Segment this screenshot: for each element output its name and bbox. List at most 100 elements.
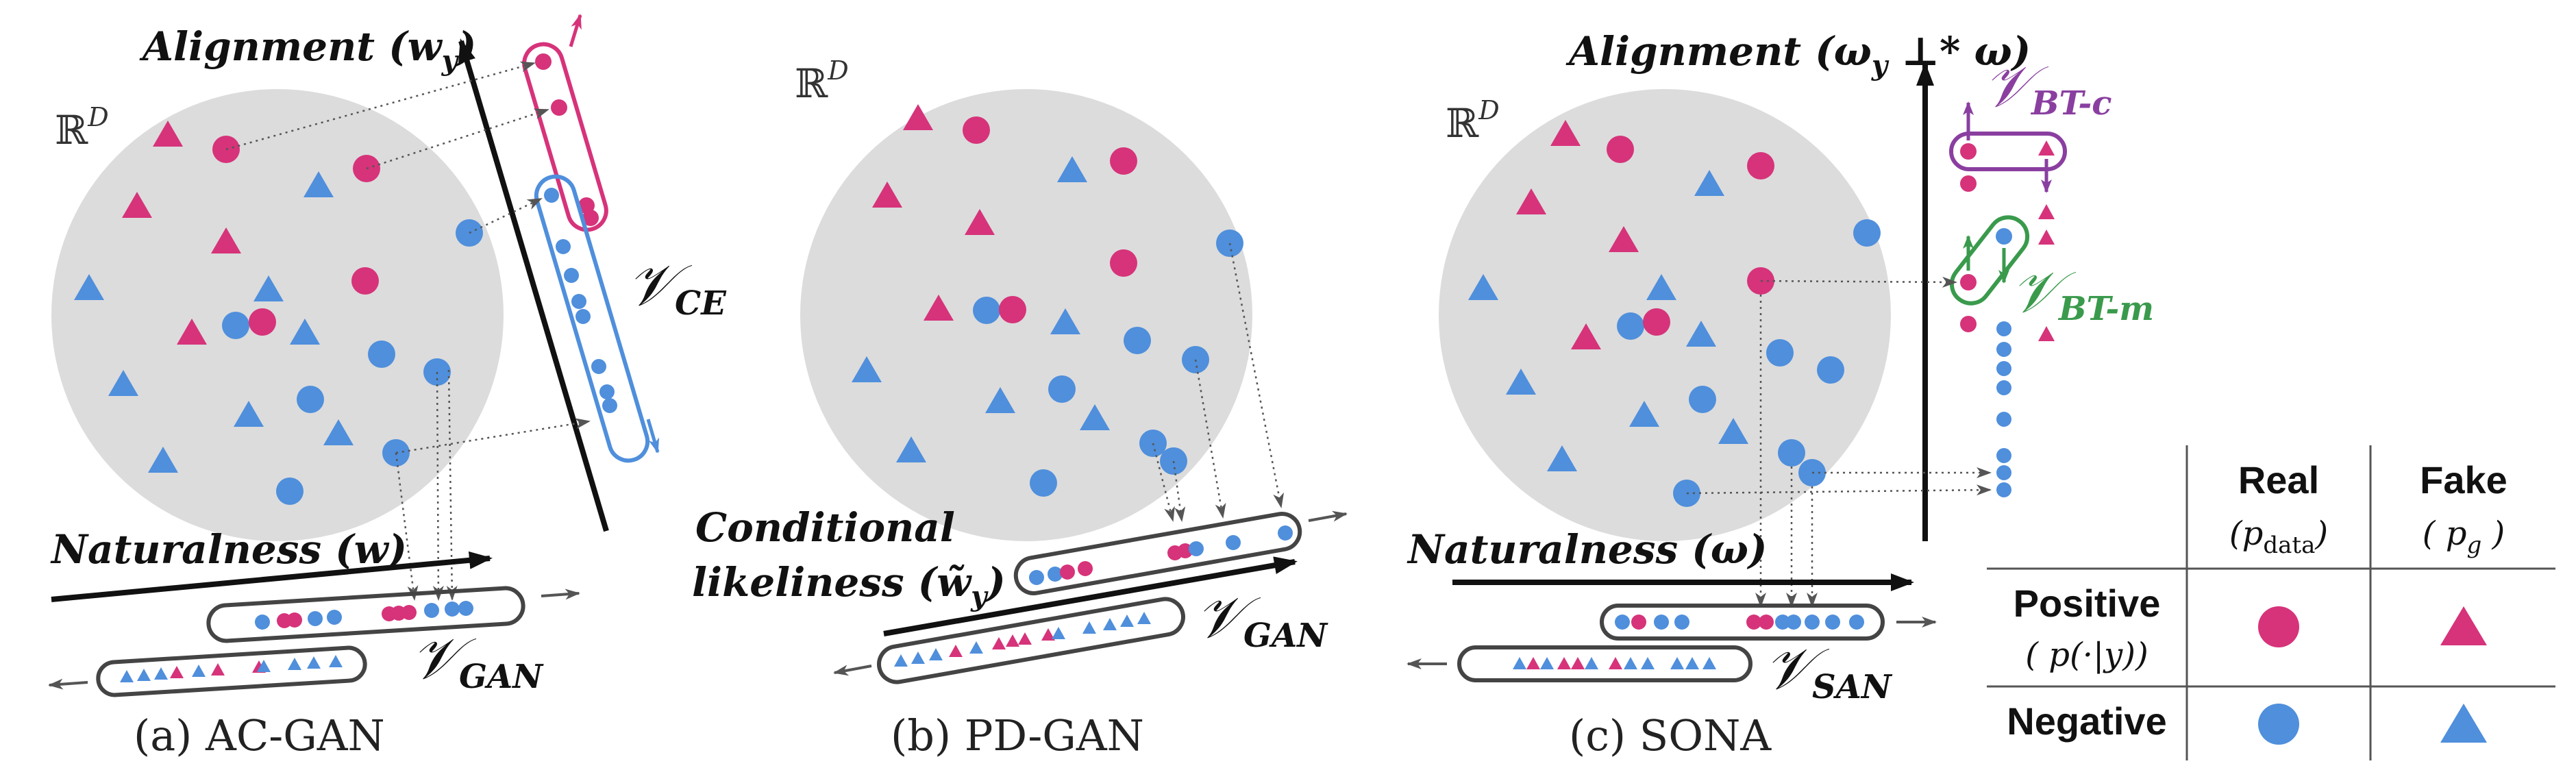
panel-b: ℝD [692,55,1348,760]
projected-negative-triangle [1052,627,1065,639]
negative-fake-triangle [1468,274,1498,300]
projected-negative-triangle [1082,621,1096,634]
projected-negative-circle [1048,567,1063,582]
table-header-real: Real [2238,458,2319,501]
negative-real-circle [1048,375,1076,403]
gan-negative-capsule [833,597,1185,684]
projected-negative-triangle [1670,657,1684,669]
projected-negative-circle [544,188,559,203]
negative-fake-triangle [1718,418,1748,444]
projected-negative-circle [1805,615,1820,630]
naturalness-axis-label: Naturalness (ω) [1407,526,1767,573]
negative-fake-triangle [1057,156,1087,182]
projected-positive-circle [287,612,302,628]
projected-negative-triangle [1585,657,1598,669]
san-negative-capsule [1407,645,1753,682]
projected-negative-circle [1654,615,1669,630]
negative-real-circle [1853,219,1881,247]
conditional-likeliness-label-2: likeliness (w̃y) [692,559,1006,612]
projected-negative-triangle [1103,618,1117,630]
projected-negative-triangle [120,670,134,682]
v-gan-label: 𝒱GAN [1196,584,1328,655]
negative-real-circle [1689,386,1716,413]
gan-right-arrow [1308,510,1348,522]
table-row-positive: Positive [2014,582,2161,625]
projected-negative-circle [255,615,270,630]
positive-fake-triangle [1571,323,1601,349]
projected-negative-column [1996,321,2011,497]
projected-negative-circle [1996,465,2011,480]
negative-fake-triangle [1629,401,1659,427]
negative-fake-triangle [290,319,320,345]
caption-b: (b) PD-GAN [891,710,1144,760]
positive-fake-triangle [211,227,241,253]
caption-a: (a) AC-GAN [134,710,385,760]
alignment-axis-label: Alignment (ωy ⊥* ω) [1565,28,2031,82]
gan-positive-capsule [206,586,580,643]
projection-lines [1152,243,1285,522]
projected-positive-triangle [1609,657,1622,669]
gan-left-arrow [48,678,88,690]
space-label: ℝD [55,102,109,153]
projected-positive-triangle [1041,628,1055,641]
projected-negative-circle [571,294,586,309]
legend-table: Real (pdata) Fake ( pg ) Positive ( p(·|… [1987,445,2555,760]
projected-negative-triangle [154,667,168,680]
negative-fake-triangle [234,401,264,427]
projected-negative-circle [1226,535,1241,550]
v-ce-label: 𝒱CE [627,251,727,323]
sample-points [1468,120,1881,507]
caption-c: (c) SONA [1569,710,1772,760]
negative-fake-triangle [1646,274,1676,300]
projected-negative-circle [1278,525,1293,541]
negative-fake-triangle [253,275,284,301]
projected-negative-circle [445,602,460,617]
projected-positive-circle [1060,565,1075,580]
projected-negative-circle [556,239,571,254]
projected-negative-circle [1775,615,1790,630]
projected-negative-circle [1786,615,1801,630]
positive-fake-triangle [872,182,902,208]
v-san-label: 𝒱SAN [1764,635,1893,706]
legend-negative-real-circle [2258,704,2299,745]
positive-fake-triangle [1550,120,1581,146]
panel-c: ℝD Ali [1407,28,2154,760]
projected-positive-circle [1746,615,1761,630]
v-gan-label: 𝒱GAN [411,625,544,696]
san-positive-capsule [1600,604,1937,641]
projected-positive-triangle [992,637,1006,649]
projected-positive-circle [1759,615,1774,630]
projected-negative-triangle [1641,657,1655,669]
negative-fake-triangle [1694,170,1724,196]
positive-real-circle [963,116,990,144]
negative-fake-triangle [896,436,926,462]
projected-negative-triangle [894,654,908,667]
projected-negative-circle [1849,615,1864,630]
negative-real-circle [973,297,1000,324]
positive-real-circle [1110,147,1137,175]
projected-positive-triangle [949,645,963,657]
projected-negative-circle [308,611,323,626]
table-row-negative: Negative [2007,699,2166,743]
positive-fake-triangle [153,121,183,147]
positive-fake-triangle [924,295,954,321]
projected-negative-circle [1189,541,1204,556]
projected-negative-triangle [1120,615,1134,627]
projected-negative-triangle [929,648,943,660]
negative-real-circle [368,340,395,368]
table-row-positive-sub: ( p(·|y)) [2025,636,2148,674]
negative-fake-triangle [148,447,178,473]
naturalness-axis-label: Naturalness (w) [50,526,407,573]
projected-positive-triangle [1018,632,1032,645]
negative-fake-triangle [74,274,104,300]
table-header-real-sub: (pdata) [2229,515,2328,559]
projected-negative-circle [575,309,591,324]
projected-negative-triangle [1137,612,1151,624]
negative-real-circle [297,386,324,413]
positive-real-circle [249,308,276,336]
projected-positive-triangle [2038,204,2055,219]
legend-positive-fake-triangle [2440,606,2487,645]
positive-fake-triangle [177,319,207,345]
legend-negative-fake-triangle [2440,704,2487,743]
